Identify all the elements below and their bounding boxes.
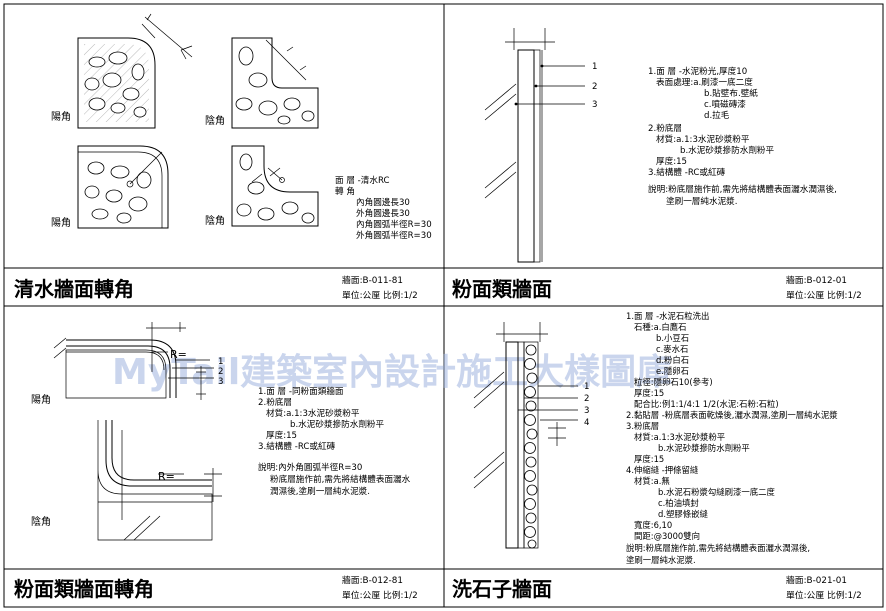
panel-plaster-wall-corner: R= 1 2 3 陽角 R= 陰角 1.面 層 -同粉面類牆面 2.粉底層 材質…: [14, 322, 418, 601]
note-line: 2.粉底層: [258, 396, 292, 408]
note-line: e.隱卵石: [656, 366, 689, 376]
callout-4: 4: [584, 418, 589, 428]
note-line: 表面處理:a.刷漆一底二度: [656, 76, 753, 88]
label-internal-corner-2: 陰角: [205, 214, 225, 227]
panel1-notes: 面 層 -清水RC 轉 角 內角圓邊長30 外角圓邊長30 內角圓弧半徑R=30…: [335, 174, 434, 241]
label-internal-corner-1: 陰角: [205, 114, 225, 127]
note-line: d.塑膠條嵌縫: [658, 509, 708, 519]
note-line: c.噴磁磚漆: [704, 98, 746, 110]
external-corner-detail: [77, 13, 193, 129]
note-line: b.水泥砂漿摻防水劑粉平: [658, 443, 750, 453]
panel2-unit-scale: 單位:公厘 比例:1/2: [786, 289, 862, 301]
note-line: 面 層 -清水RC: [335, 174, 389, 186]
note-line: 潤濕後,塗刷一層純水泥漿.: [270, 485, 370, 497]
note-line: 間距:@3000雙向: [634, 531, 700, 541]
callout-3: 3: [592, 100, 597, 110]
note-line: 塗刷一層純水泥漿.: [626, 555, 696, 565]
panel3-code: 牆面:B-012-81: [342, 574, 403, 586]
callout-3: 3: [584, 406, 589, 416]
note-line: b.貼壁布.壁紙: [704, 87, 758, 99]
external-rounded-corner-detail: [77, 145, 169, 229]
note-line: 厚度:15: [634, 454, 664, 464]
plaster-external-corner: [53, 322, 214, 400]
note-line: 內角圓弧半徑R=30: [356, 218, 432, 230]
internal-corner-detail: [231, 37, 319, 129]
note-line: 寬度:6,10: [634, 520, 672, 530]
callout-2: 2: [218, 367, 223, 377]
panel4-unit-scale: 單位:公厘 比例:1/2: [786, 589, 862, 601]
panel2-notes: 1.面 層 -水泥粉光,厚度10 表面處理:a.刷漆一底二度 b.貼壁布.壁紙 …: [648, 65, 840, 207]
note-line: 說明:內外角圓弧半徑R=30: [258, 461, 362, 473]
note-line: 1.面 層 -水泥粉光,厚度10: [648, 65, 747, 77]
washed-stone-section: [473, 322, 578, 549]
callout-1: 1: [584, 382, 589, 392]
panel2-title: 粉面類牆面: [452, 277, 552, 301]
panel-plaster-wall: 1 2 3 1.面 層 -水泥粉光,厚度10 表面處理:a.刷漆一底二度 b.貼…: [452, 28, 862, 301]
note-line: 1.面 層 -同粉面類牆面: [258, 385, 344, 397]
note-line: 材質:a.1:3水泥砂漿粉平: [266, 407, 360, 419]
panel-washed-stone-wall: 1 2 3 4 1.面 層 -水泥石粒洗出 石種:a.白鷹石 b.小豆石 c.麥…: [452, 311, 862, 601]
note-line: 4.伸縮縫 -押條留縫: [626, 465, 699, 475]
note-line: 內角圓邊長30: [356, 196, 410, 208]
internal-rounded-corner-detail: [231, 145, 319, 227]
note-line: 配合比:例1:1/4:1 1/2(水泥:石粉:石粒): [634, 399, 779, 409]
note-line: 石種:a.白鷹石: [634, 322, 687, 332]
panel4-title: 洗石子牆面: [452, 577, 552, 601]
note-line: c.麥水石: [656, 344, 688, 354]
note-line: 轉 角: [335, 185, 355, 197]
radius-label-2: R=: [158, 470, 175, 483]
note-line: d.粉白石: [656, 355, 689, 365]
plaster-wall-section: [484, 28, 585, 263]
panel2-code: 牆面:B-012-01: [786, 274, 847, 286]
note-line: 厚度:15: [634, 388, 664, 398]
label-external-corner: 陽角: [31, 394, 51, 406]
callout-2: 2: [592, 82, 597, 92]
note-line: 外角圓邊長30: [356, 207, 410, 219]
panel1-code: 牆面:B-011-81: [342, 274, 403, 286]
note-line: c.柏油填封: [658, 498, 699, 508]
callout-2: 2: [584, 394, 589, 404]
label-external-corner-2: 陽角: [51, 217, 71, 229]
note-line: 材質:a.1:3水泥砂漿粉平: [656, 133, 750, 145]
note-line: 1.面 層 -水泥石粒洗出: [626, 311, 709, 321]
panel1-unit-scale: 單位:公厘 比例:1/2: [342, 289, 418, 301]
note-line: 塗刷一層純水泥漿.: [666, 195, 737, 207]
callout-1: 1: [592, 62, 597, 72]
note-line: 粒徑:隱卵石10(參考): [634, 377, 713, 387]
radius-label-1: R=: [170, 348, 187, 361]
panel3-title: 粉面類牆面轉角: [14, 577, 154, 601]
panel-exposed-concrete-corner: 陽角 陰角: [14, 13, 434, 301]
note-line: 說明:粉底層施作前,需先將結構體表面灑水潤濕後,: [648, 183, 837, 195]
panel4-notes: 1.面 層 -水泥石粒洗出 石種:a.白鷹石 b.小豆石 c.麥水石 d.粉白石…: [626, 311, 840, 565]
note-line: 2.黏貼層 -粉底層表面乾燥後,灑水潤濕,塗刷一層純水泥漿: [626, 410, 838, 420]
note-line: 外角圓弧半徑R=30: [356, 229, 432, 241]
note-line: b.水泥砂漿摻防水劑粉平: [290, 418, 385, 430]
note-line: 3.結構體 -RC或紅磚: [258, 440, 336, 452]
callout-3: 3: [218, 377, 223, 387]
panel4-code: 牆面:B-021-01: [786, 574, 847, 586]
note-line: 2.粉底層: [648, 122, 682, 134]
panel3-notes: 1.面 層 -同粉面類牆面 2.粉底層 材質:a.1:3水泥砂漿粉平 b.水泥砂…: [258, 385, 413, 497]
label-external-corner-1: 陽角: [51, 111, 71, 123]
label-internal-corner: 陰角: [31, 515, 51, 528]
note-line: 材質:a.無: [634, 476, 670, 486]
watermark: MyTail建築室內設計施工大樣圖庫: [112, 352, 672, 393]
panel1-title: 清水牆面轉角: [14, 277, 134, 301]
callout-1: 1: [218, 357, 223, 367]
note-line: 材質:a.1:3水泥砂漿粉平: [634, 432, 725, 442]
note-line: b.水泥砂漿摻防水劑粉平: [680, 144, 775, 156]
note-line: 厚度:15: [266, 429, 297, 441]
note-line: 3.結構體 -RC或紅磚: [648, 166, 726, 178]
panel3-unit-scale: 單位:公厘 比例:1/2: [342, 589, 418, 601]
note-line: 厚度:15: [656, 155, 687, 167]
note-line: b.小豆石: [656, 333, 689, 343]
plaster-internal-corner: [97, 420, 222, 541]
note-line: b.水泥石粉漿勾縫刷漆一底二度: [658, 487, 775, 497]
note-line: d.拉毛: [704, 109, 730, 121]
note-line: 3.粉底層: [626, 421, 659, 431]
note-line: 說明:粉底層施作前,需先將結構體表面灑水潤濕後,: [626, 543, 810, 553]
note-line: 粉底層施作前,需先將結構體表面灑水: [270, 473, 411, 485]
